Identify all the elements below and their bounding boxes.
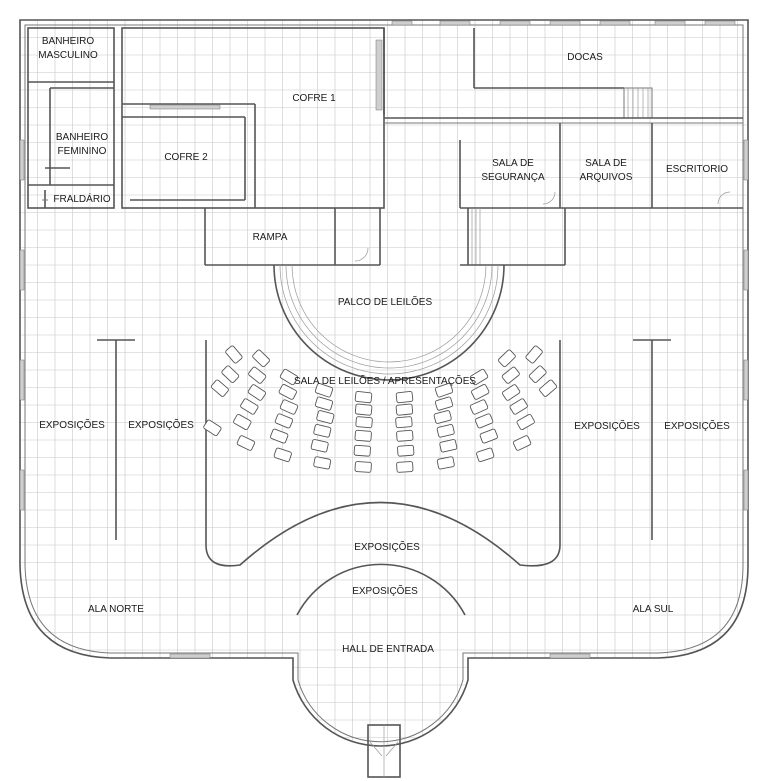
label-sala-leiloes: SALA DE LEILÕES / APRESENTAÇÕES	[294, 374, 476, 387]
label-exposicoes-5: EXPOSIÇÕES	[354, 540, 420, 553]
seat	[210, 379, 229, 397]
outer-wall	[19, 19, 749, 747]
seat	[539, 379, 558, 397]
seat	[395, 403, 414, 416]
audience-seats	[203, 345, 558, 473]
label-cofre-1: COFRE 1	[292, 93, 336, 104]
seat	[278, 384, 297, 400]
label-ala-norte: ALA NORTE	[88, 604, 144, 615]
docks-area	[383, 28, 743, 124]
seat	[355, 416, 373, 429]
seat	[279, 399, 299, 415]
label-palco: PALCO DE LEILÕES	[338, 295, 433, 308]
seat	[354, 461, 372, 473]
label-exposicoes-3: EXPOSIÇÕES	[574, 419, 640, 432]
seat	[240, 398, 259, 415]
label-sala-seguranca: SALA DE	[492, 158, 534, 169]
seat	[525, 345, 543, 364]
label-sala-seguranca-2: SEGURANÇA	[481, 172, 545, 183]
seat	[273, 447, 292, 462]
seat	[397, 444, 415, 457]
seat	[221, 365, 240, 383]
seat	[313, 424, 332, 438]
seat	[436, 456, 455, 470]
seat	[471, 384, 490, 400]
seat	[434, 396, 454, 411]
seat	[433, 410, 452, 424]
label-escritorio: ESCRITORIO	[666, 164, 728, 175]
label-fraldario: FRALDÁRIO	[53, 192, 110, 205]
seat	[203, 419, 222, 437]
label-cofre-2: COFRE 2	[164, 152, 208, 163]
room-labels: BANHEIRO MASCULINO BANHEIRO FEMININO FRA…	[38, 36, 730, 655]
label-hall: HALL DE ENTRADA	[342, 644, 434, 655]
label-ala-sul: ALA SUL	[633, 604, 674, 615]
seat	[476, 447, 495, 462]
exhibit-panels	[97, 339, 671, 540]
seat	[236, 435, 256, 451]
seat	[395, 391, 414, 404]
seat	[354, 403, 373, 416]
seat	[469, 399, 489, 415]
seat	[225, 345, 243, 364]
label-rampa: RAMPA	[253, 232, 288, 243]
seat	[233, 413, 252, 431]
seat	[314, 396, 334, 411]
label-exposicoes-1: EXPOSIÇÕES	[39, 418, 105, 431]
seat	[439, 439, 458, 453]
label-docas: DOCAS	[567, 52, 603, 63]
seat	[501, 384, 521, 401]
seat	[396, 461, 414, 473]
label-banheiro-feminino: BANHEIRO	[56, 132, 108, 143]
seat	[434, 382, 454, 398]
seat	[252, 349, 270, 368]
seat	[354, 429, 372, 442]
seat	[314, 382, 334, 398]
seat	[316, 410, 335, 424]
label-banheiro-masculino-2: MASCULINO	[38, 50, 98, 61]
seat	[395, 416, 413, 429]
seat	[270, 428, 289, 444]
bathrooms-block	[27, 27, 115, 209]
seat	[274, 413, 294, 429]
seat	[469, 368, 489, 386]
seat	[353, 444, 371, 457]
label-exposicoes-2: EXPOSIÇÕES	[128, 418, 194, 431]
seat	[512, 435, 532, 451]
label-banheiro-feminino-2: FEMININO	[58, 146, 107, 157]
seat	[313, 456, 332, 470]
seat	[509, 398, 528, 415]
entrance-door[interactable]	[367, 724, 401, 778]
seat	[354, 391, 373, 404]
label-banheiro-masculino: BANHEIRO	[42, 36, 94, 47]
seat	[436, 424, 455, 438]
seat	[396, 429, 414, 442]
seat	[516, 413, 535, 431]
seat	[248, 366, 267, 384]
stage-area	[204, 208, 505, 381]
label-sala-arquivos: SALA DE	[585, 158, 627, 169]
auditorium	[205, 340, 561, 616]
seat	[247, 384, 267, 401]
label-exposicoes-4: EXPOSIÇÕES	[664, 419, 730, 432]
seat	[528, 365, 547, 383]
seat	[479, 428, 498, 444]
seat	[498, 349, 516, 368]
seat	[279, 368, 299, 386]
label-sala-arquivos-2: ARQUIVOS	[580, 172, 633, 183]
offices-block	[459, 123, 743, 266]
label-exposicoes-6: EXPOSIÇÕES	[352, 584, 418, 597]
windows	[19, 20, 749, 659]
seat	[310, 439, 329, 453]
seat	[501, 366, 520, 384]
seat	[474, 413, 494, 429]
